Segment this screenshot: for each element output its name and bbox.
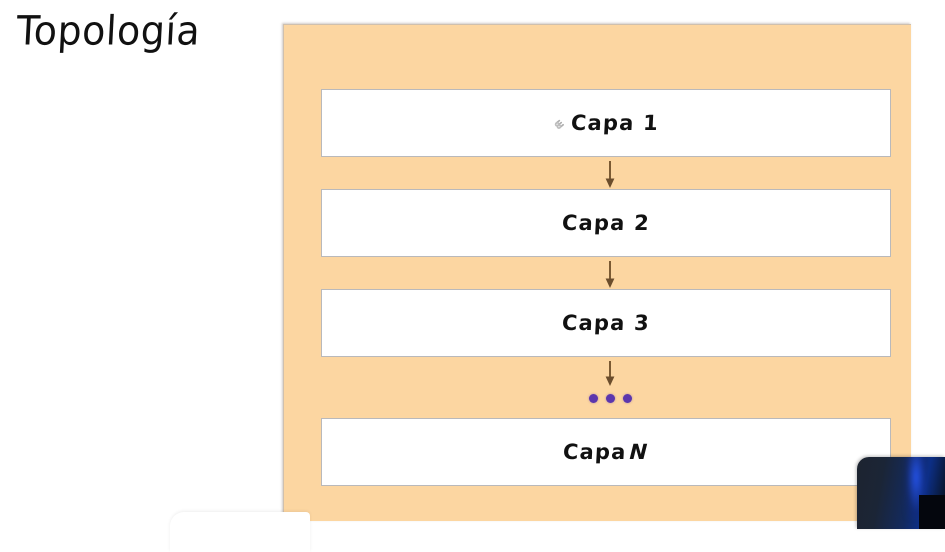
arrow-down-icon xyxy=(603,161,617,189)
layer-label-wrap: Capa 3 xyxy=(561,311,650,335)
layer-row[interactable]: Capa N xyxy=(321,418,899,493)
ellipsis-dot xyxy=(605,393,615,403)
spacer xyxy=(321,409,899,418)
arrow-down-icon xyxy=(603,361,617,387)
ellipsis-dot xyxy=(588,393,598,403)
layer-label-text: Capa 1 xyxy=(570,111,660,135)
layer-box-capa-1[interactable]: Capa 1 xyxy=(321,89,898,164)
bottom-sheet xyxy=(170,512,310,552)
layer-label-wrap: Capa 1 xyxy=(552,111,660,135)
layer-label-text: Capa 2 xyxy=(561,211,651,235)
layer-row[interactable]: Capa 2 xyxy=(321,189,899,264)
layer-box-capa-3[interactable]: Capa 3 xyxy=(321,289,898,364)
layer-label-wrap: Capa 2 xyxy=(561,211,650,235)
layer-stack: Capa 1 Capa 2 xyxy=(321,89,899,493)
layer-row[interactable]: Capa 3 xyxy=(321,289,899,364)
webcam-video-overlay[interactable] xyxy=(857,457,945,529)
topology-panel: Capa 1 Capa 2 xyxy=(283,24,911,521)
layer-label-text: Capa 3 xyxy=(561,311,651,335)
link-chain-icon[interactable] xyxy=(553,114,570,129)
webcam-dark-corner xyxy=(919,495,945,529)
ellipsis-dot xyxy=(622,393,632,403)
layer-box-capa-n[interactable]: Capa N xyxy=(321,418,898,493)
connector-arrow-3-ellipsis xyxy=(321,361,899,387)
layer-label-index: N xyxy=(629,440,650,464)
layer-row[interactable]: Capa 1 xyxy=(321,89,899,164)
page-title: Topología xyxy=(15,7,202,54)
layer-box-capa-2[interactable]: Capa 2 xyxy=(321,189,898,264)
arrow-down-icon xyxy=(603,261,617,289)
layer-label-text: Capa xyxy=(562,440,628,464)
ellipsis-dots xyxy=(321,387,899,409)
connector-arrow-1-2 xyxy=(321,161,899,189)
connector-arrow-2-3 xyxy=(321,261,899,289)
layer-label-wrap: Capa N xyxy=(563,440,650,464)
